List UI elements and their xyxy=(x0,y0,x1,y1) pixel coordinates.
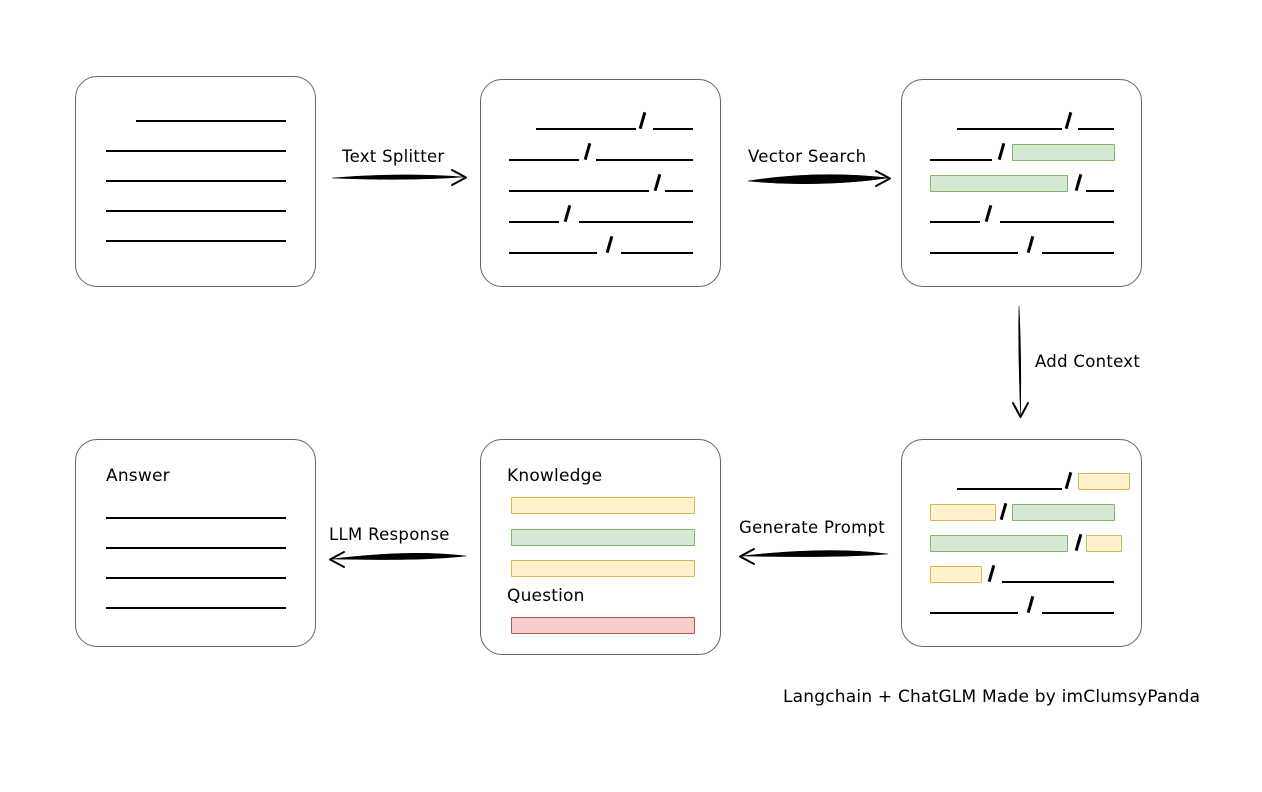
document-line xyxy=(1086,190,1114,192)
answer-box[interactable]: Answer xyxy=(75,439,316,647)
answer-line xyxy=(106,577,286,579)
document-line xyxy=(509,190,649,192)
split-slash xyxy=(999,502,1008,521)
split-slash xyxy=(638,111,647,130)
context-document-box[interactable] xyxy=(901,439,1142,647)
split-slash xyxy=(583,142,592,161)
document-line xyxy=(621,252,693,254)
context-chunk-highlight[interactable] xyxy=(1086,535,1122,552)
answer-line xyxy=(106,517,286,519)
document-line xyxy=(106,240,286,242)
split-slash xyxy=(987,564,996,583)
document-line xyxy=(106,210,286,212)
document-line xyxy=(106,150,286,152)
document-line xyxy=(536,128,636,130)
document-line xyxy=(957,488,1062,490)
document-line xyxy=(106,180,286,182)
document-line xyxy=(596,159,693,161)
edge-label-generate-prompt: Generate Prompt xyxy=(739,518,885,537)
split-slash xyxy=(653,173,662,192)
split-slash xyxy=(1064,111,1073,130)
matched-document-box[interactable] xyxy=(901,79,1142,287)
context-chunk-highlight[interactable] xyxy=(930,566,982,583)
document-line xyxy=(509,221,559,223)
context-chunk-highlight[interactable] xyxy=(1078,473,1130,490)
document-line xyxy=(930,221,980,223)
split-slash xyxy=(1064,471,1073,490)
context-chunk-highlight[interactable] xyxy=(930,504,996,521)
source-document-box[interactable] xyxy=(75,76,316,287)
document-line xyxy=(665,190,693,192)
matched-chunk-highlight[interactable] xyxy=(930,175,1068,192)
document-line xyxy=(653,128,693,130)
split-slash xyxy=(563,204,572,223)
document-line xyxy=(509,159,579,161)
edge-label-add-context: Add Context xyxy=(1035,352,1141,371)
matched-chunk-highlight[interactable] xyxy=(1012,144,1115,161)
answer-line xyxy=(106,547,286,549)
split-slash xyxy=(1074,173,1083,192)
edge-label-vector-search: Vector Search xyxy=(748,147,867,166)
document-line xyxy=(930,159,992,161)
edge-label-text-splitter: Text Splitter xyxy=(342,147,445,166)
document-line xyxy=(1042,252,1114,254)
connector-add-context xyxy=(1012,305,1029,418)
document-line xyxy=(1000,221,1114,223)
knowledge-chip[interactable] xyxy=(511,529,695,546)
document-line xyxy=(509,252,597,254)
connector-generate-prompt xyxy=(739,548,889,565)
document-line xyxy=(579,221,693,223)
answer-label: Answer xyxy=(106,466,170,486)
question-chip[interactable] xyxy=(511,617,695,634)
knowledge-chip[interactable] xyxy=(511,497,695,514)
context-chunk-highlight[interactable] xyxy=(1012,504,1115,521)
document-line xyxy=(136,120,286,122)
connector-vector-search xyxy=(747,170,891,187)
split-slash xyxy=(1026,595,1035,614)
context-chunk-highlight[interactable] xyxy=(930,535,1068,552)
split-slash xyxy=(1074,533,1083,552)
split-slash xyxy=(605,235,614,254)
document-line xyxy=(1002,581,1114,583)
connector-llm-response xyxy=(329,551,467,568)
answer-line xyxy=(106,607,286,609)
split-slash xyxy=(1026,235,1035,254)
document-line xyxy=(1042,612,1114,614)
split-slash xyxy=(984,204,993,223)
document-line xyxy=(930,612,1018,614)
split-document-box[interactable] xyxy=(480,79,721,287)
footer-credit: Langchain + ChatGLM Made by imClumsyPand… xyxy=(783,687,1201,707)
question-label: Question xyxy=(507,586,585,606)
document-line xyxy=(1078,128,1114,130)
knowledge-label: Knowledge xyxy=(507,466,603,486)
document-line xyxy=(957,128,1062,130)
document-line xyxy=(930,252,1018,254)
knowledge-chip[interactable] xyxy=(511,560,695,577)
split-slash xyxy=(997,142,1006,161)
connector-text-splitter xyxy=(331,169,467,186)
edge-label-llm-response: LLM Response xyxy=(329,525,450,544)
prompt-box[interactable]: Knowledge Question xyxy=(480,439,721,655)
